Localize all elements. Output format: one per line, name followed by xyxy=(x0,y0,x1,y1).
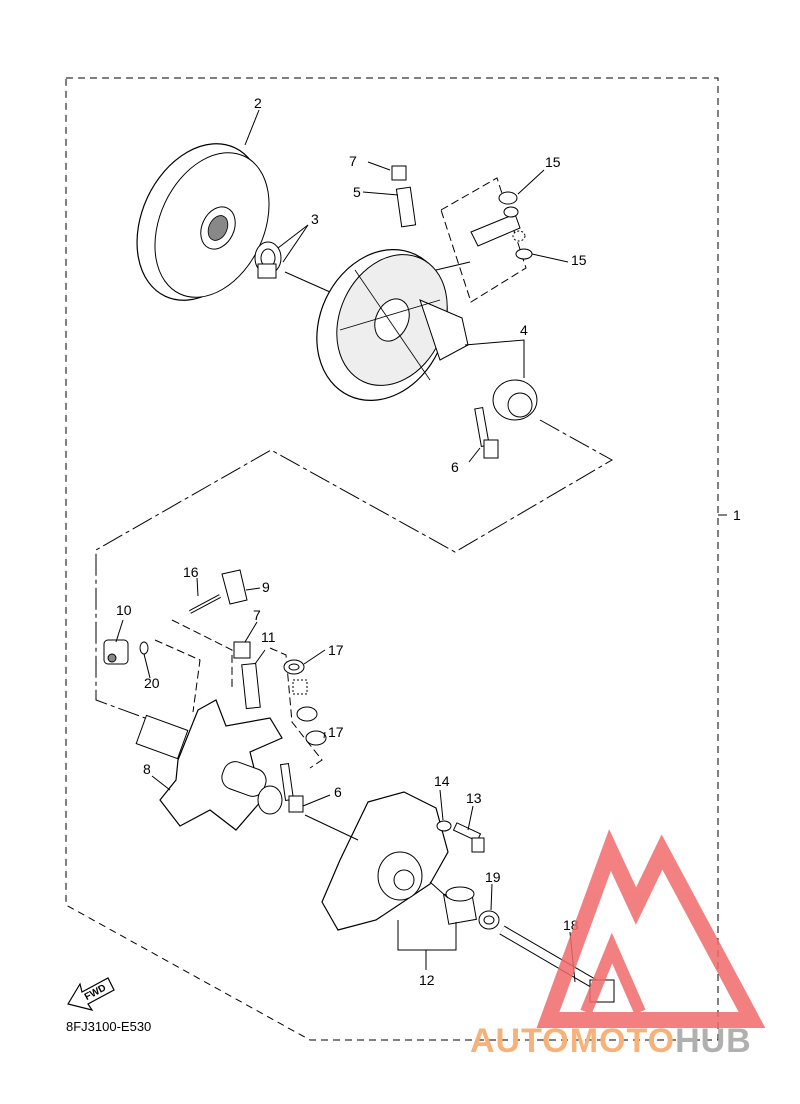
collar-part-4 xyxy=(492,379,538,421)
washer-part-17 xyxy=(283,659,327,746)
washer-part-19 xyxy=(478,910,500,930)
ring-part-20 xyxy=(139,641,149,655)
weight-set-part-15 xyxy=(440,177,533,303)
spider-part-8 xyxy=(135,699,283,831)
callout-19: 19 xyxy=(485,869,501,885)
callout-labels: 1 2 3 4 5 6 6 7 7 8 9 10 11 12 13 14 15 … xyxy=(116,95,741,988)
callout-1: 1 xyxy=(733,507,741,523)
callout-13: 13 xyxy=(466,790,482,806)
washer-part-14 xyxy=(436,820,452,832)
callout-5: 5 xyxy=(353,184,361,200)
callout-7-lower: 7 xyxy=(253,607,261,623)
sheave-part-2 xyxy=(136,143,270,301)
watermark-text: AUTOMOTOHUB xyxy=(470,1022,752,1060)
pin-part-5 xyxy=(395,186,417,228)
callout-12: 12 xyxy=(419,972,435,988)
fwd-arrow-icon: FWD xyxy=(67,977,115,1011)
callout-11: 11 xyxy=(261,629,276,645)
callout-2: 2 xyxy=(254,95,262,111)
lower-bracket-lines xyxy=(154,619,323,769)
weight-part-9 xyxy=(221,569,248,605)
bolt-part-13 xyxy=(452,822,485,853)
roller-part-10 xyxy=(103,639,129,665)
callout-4: 4 xyxy=(520,322,528,338)
callout-14: 14 xyxy=(434,773,450,789)
assembly-boundary xyxy=(65,77,719,1041)
pin-part-11 xyxy=(241,662,261,710)
bushing-part-12 xyxy=(443,886,477,925)
connector-lines xyxy=(95,419,614,719)
leaders-upper xyxy=(244,109,569,463)
watermark-text-b: HUB xyxy=(675,1022,752,1060)
callout-10: 10 xyxy=(116,602,132,618)
pin-part-16 xyxy=(189,594,221,614)
bolt-part-18 xyxy=(499,925,615,1003)
leaders-lower xyxy=(115,577,576,983)
watermark-logo-icon xyxy=(536,829,766,1028)
bolt-part-6-lower xyxy=(279,763,304,813)
callout-3: 3 xyxy=(311,211,319,227)
callout-6-lower: 6 xyxy=(334,784,342,800)
callout-7-upper: 7 xyxy=(349,153,357,169)
bush-part-3 xyxy=(254,241,282,279)
nut-part-7-lower xyxy=(233,641,251,659)
callout-6-upper: 6 xyxy=(451,459,459,475)
callout-8: 8 xyxy=(143,761,151,777)
callout-17-upper: 17 xyxy=(328,642,344,658)
nut-part-7-upper xyxy=(391,165,407,181)
callout-16: 16 xyxy=(183,564,199,580)
callout-15-upper: 15 xyxy=(545,154,561,170)
bolt-part-6-upper xyxy=(474,407,499,459)
cover-plate-part-12 xyxy=(321,791,449,931)
callout-9: 9 xyxy=(262,579,270,595)
diagram-code: 8FJ3100-E530 xyxy=(66,1019,151,1034)
primary-body-part-4 xyxy=(316,249,469,401)
callout-17-lower: 17 xyxy=(328,724,344,740)
callout-20: 20 xyxy=(144,675,160,691)
watermark-text-a: AUTOMOTO xyxy=(470,1022,675,1060)
callout-15-lower: 15 xyxy=(571,252,587,268)
